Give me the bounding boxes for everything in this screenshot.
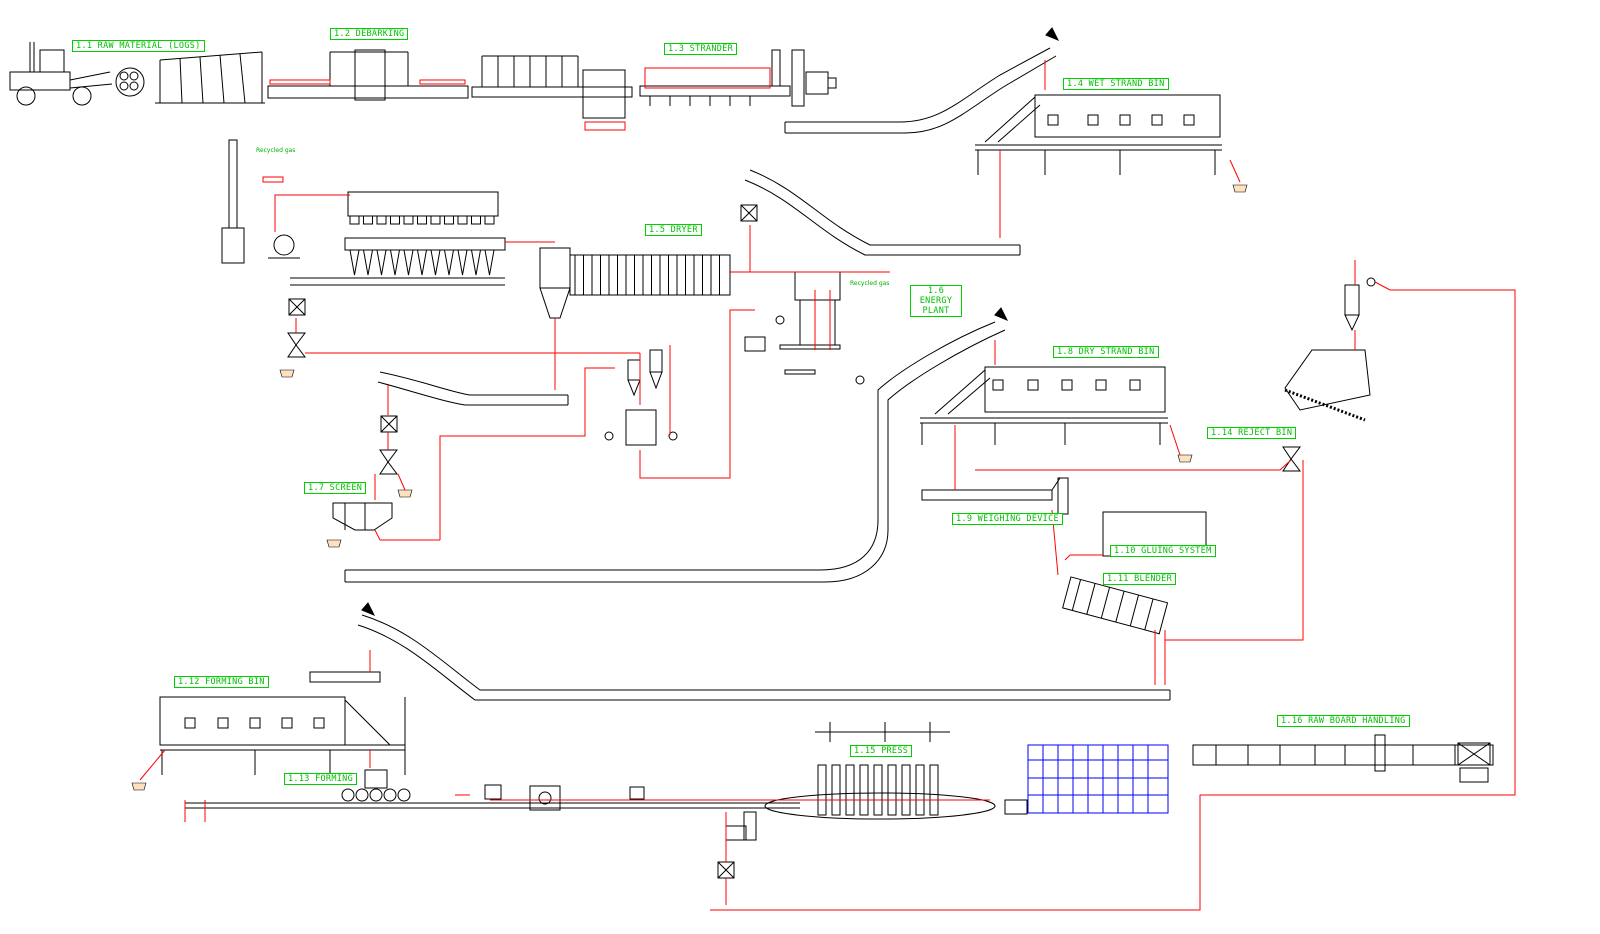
label-energy-plant: 1.6 ENERGY PLANT [910, 285, 962, 317]
press-frame [929, 764, 939, 816]
dry-strand-conveyor [344, 307, 1009, 583]
label-screen: 1.7 SCREEN [304, 482, 367, 494]
cyclone-hopper [471, 249, 482, 276]
label-dry-strand-bin: 1.8 DRY STRAND BIN [1053, 346, 1159, 358]
cyclone-icon [604, 349, 678, 446]
cyclone-hood [471, 215, 481, 225]
cyclone-hopper [363, 249, 374, 276]
log-feed-conveyor [471, 55, 633, 119]
press-frame [901, 764, 911, 816]
press-frame [817, 764, 827, 816]
label-reject-bin: 1.14 REJECT BIN [1207, 427, 1297, 439]
cyclone-hopper [417, 249, 428, 276]
note-recycled-gas-left: Recycled gas [256, 147, 296, 154]
raw-board-handling [1004, 734, 1494, 815]
label-dryer: 1.5 DRYER [645, 224, 702, 236]
label-wet-strand-bin: 1.4 WET STRAND BIN [1063, 78, 1169, 90]
hot-press [725, 722, 996, 841]
press-frame [887, 764, 897, 816]
label-forming-bin: 1.12 FORMING BIN [174, 676, 269, 688]
cyclone-hood [417, 215, 427, 225]
press-frame [859, 764, 869, 816]
label-raw-material: 1.1 RAW MATERIAL (LOGS) [72, 40, 205, 52]
screen-conveyor [377, 371, 569, 406]
cyclone-hood [376, 215, 387, 225]
label-blender: 1.11 BLENDER [1103, 573, 1177, 585]
cyclone-hopper [484, 249, 495, 276]
cyclone-hopper [430, 249, 441, 276]
forming-line [185, 784, 800, 811]
forming-station [341, 769, 411, 802]
cyclone-hood [390, 215, 400, 225]
debarker [267, 49, 469, 101]
label-gluing-system: 1.10 GLUING SYSTEM [1110, 545, 1216, 557]
weighing-device [921, 477, 1069, 515]
label-weighing-device: 1.9 WEIGHING DEVICE [952, 513, 1063, 525]
cyclone-hood [457, 215, 468, 225]
stack-chimney [221, 139, 300, 264]
cyclone-hopper [457, 249, 468, 276]
cyclone-hopper [376, 249, 387, 276]
cyclone-hood [363, 215, 373, 225]
board-storage-grid [1027, 744, 1169, 814]
strander [639, 49, 837, 107]
press-frame [873, 764, 883, 816]
waste-bin-icon [131, 184, 1248, 791]
fan-icon [288, 204, 758, 879]
cyclone-hopper [444, 249, 455, 276]
forming-infeed-conveyor [357, 602, 1171, 701]
label-forming: 1.13 FORMING [284, 773, 358, 785]
dryer-cyclones [290, 191, 506, 286]
screen-machine [332, 502, 393, 531]
press-frame [845, 764, 855, 816]
cyclone-hopper [390, 249, 401, 276]
cyclone-hood [403, 215, 414, 225]
label-press: 1.15 PRESS [850, 745, 913, 757]
dryer-infeed-conveyor [744, 169, 1021, 256]
cyclone-hood [484, 215, 495, 225]
label-raw-board-handling: 1.16 RAW BOARD HANDLING [1277, 715, 1410, 727]
press-frame [831, 764, 841, 816]
cyclone-hood [430, 215, 441, 225]
label-strander: 1.3 STRANDER [664, 43, 738, 55]
cyclone-hopper [403, 249, 414, 276]
note-recycled-gas-right: Recycled gas [850, 280, 890, 287]
energy-plant [744, 271, 865, 385]
reject-bin [1284, 277, 1376, 422]
dry-strand-bin [920, 366, 1168, 445]
blender-drum [1062, 576, 1169, 635]
forming-bin [159, 671, 406, 775]
cyclone-hood [349, 215, 360, 225]
material-flow-lines [139, 60, 1516, 911]
wet-strand-conveyor [784, 27, 1060, 134]
dryer-drum [539, 247, 731, 319]
wet-strand-bin [975, 94, 1222, 175]
cyclone-hood [444, 215, 454, 225]
wheel-loader-icon [9, 42, 145, 106]
cyclone-hopper [349, 249, 360, 276]
log-deck [155, 51, 265, 104]
press-frame [915, 764, 925, 816]
label-debarking: 1.2 DEBARKING [330, 28, 409, 40]
